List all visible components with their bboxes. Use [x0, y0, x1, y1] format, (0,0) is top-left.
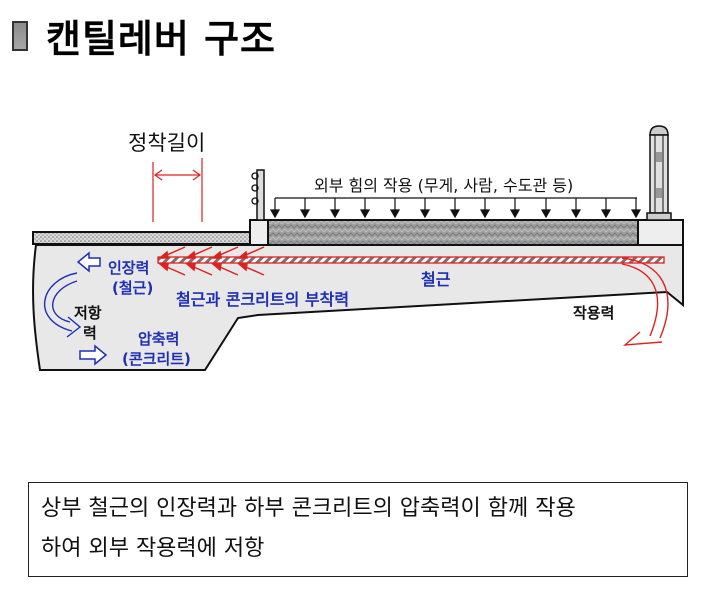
- right-post-icon: [646, 125, 672, 221]
- external-load-arrows: [269, 197, 642, 219]
- rebar: [157, 256, 665, 264]
- tension-sub-label: (철근): [112, 279, 154, 297]
- bond-force-label: 철근과 콘크리트의 부착력: [176, 290, 350, 309]
- pavement-strip: [32, 231, 252, 245]
- compression-label: 압축력: [138, 330, 180, 348]
- title-block: 캔틸레버 구조: [12, 8, 276, 63]
- resistance-label: 저항: [74, 304, 102, 322]
- compression-arrow-icon: [79, 344, 108, 366]
- acting-force-label: 작용력: [573, 304, 615, 322]
- tension-label: 인장력: [108, 259, 150, 277]
- curb-block: [249, 219, 269, 246]
- external-force-label: 외부 힘의 작용 (무게, 사람, 수도관 등): [314, 176, 574, 195]
- title-bullet-icon: [12, 20, 28, 51]
- compression-sub-label: (콘크리트): [122, 350, 191, 368]
- anchorage-length-dimension: [152, 158, 203, 222]
- resistance-arrow-icon: [44, 272, 82, 338]
- summary-line-2: 하여 외부 작용력에 저항: [41, 536, 265, 561]
- resistance-sub-label: 력: [83, 324, 97, 342]
- concrete-body: [32, 244, 684, 371]
- tension-arrow-icon: [76, 251, 101, 273]
- page-title: 캔틸레버 구조: [46, 17, 276, 61]
- rebar-label: 철근: [421, 270, 451, 289]
- anchorage-length-label: 정착길이: [128, 131, 206, 155]
- deck-slab: [267, 219, 639, 246]
- acting-force-arrow-icon: [621, 257, 669, 346]
- summary-line-1: 상부 철근의 인장력과 하부 콘크리트의 압축력이 함께 작용: [41, 496, 576, 521]
- summary-note-box: 상부 철근의 인장력과 하부 콘크리트의 압축력이 함께 작용 하여 외부 작용…: [28, 482, 688, 577]
- right-curb: [637, 219, 684, 246]
- left-railing-icon: [251, 169, 265, 221]
- bond-force-arrows: [157, 246, 265, 276]
